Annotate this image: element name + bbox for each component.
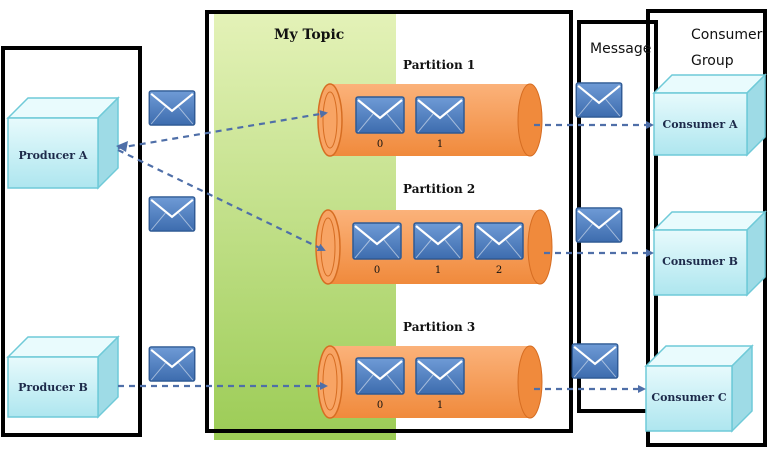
partition-3-message-0-icon (355, 357, 405, 395)
arrow-producer-a-back-head (116, 141, 128, 152)
partition-1-label: Partition 1 (403, 58, 475, 72)
producers-frame (1, 46, 142, 437)
consumer-a-label: Consumer A (662, 118, 738, 131)
consumer-a-message-icon (575, 82, 623, 118)
consumer-group-label-line2: Group (691, 53, 734, 69)
partition-1-offset-1: 1 (437, 139, 443, 150)
producer-a-label: Producer A (19, 149, 88, 162)
partition-1-offset-0: 0 (377, 139, 383, 150)
producer-a-message-2-icon (148, 196, 196, 232)
consumer-b-message-icon (575, 207, 623, 243)
consumer-c-box: Consumer C (644, 344, 754, 433)
partition-2-message-1-icon (413, 222, 463, 260)
consumer-c-label: Consumer C (651, 391, 727, 404)
consumer-c-message-icon (571, 343, 619, 379)
producer-a-box: Producer A (6, 96, 120, 190)
producer-b-message-icon (148, 346, 196, 382)
consumer-b-label: Consumer B (662, 255, 738, 268)
producer-b-box: Producer B (6, 335, 120, 419)
arrow-producer-a-to-partition-1 (117, 110, 328, 150)
consumer-a-box: Consumer A (652, 73, 767, 157)
partition-3-offset-0: 0 (377, 400, 383, 411)
partition-2-log: 0 1 2 (315, 209, 553, 285)
partition-2-offset-1: 1 (435, 265, 441, 276)
partition-3-message-1-icon (415, 357, 465, 395)
partition-3-offset-1: 1 (437, 400, 443, 411)
partition-1-message-1-icon (415, 96, 465, 134)
consumer-b-box: Consumer B (652, 210, 767, 297)
topic-title: My Topic (274, 27, 344, 43)
partition-2-offset-0: 0 (374, 265, 380, 276)
partition-2-offset-2: 2 (496, 265, 502, 276)
partition-3-log: 0 1 (317, 345, 543, 419)
producer-b-label: Producer B (18, 381, 88, 394)
partition-2-message-2-icon (474, 222, 524, 260)
partition-3-label: Partition 3 (403, 320, 475, 334)
partition-2-label: Partition 2 (403, 182, 475, 196)
producer-a-message-1-icon (148, 90, 196, 126)
consumer-group-label-line1: Consumer (691, 27, 763, 43)
partition-2-message-0-icon (352, 222, 402, 260)
arrow-producer-a-to-partition-2 (117, 149, 326, 251)
message-label: Message (590, 41, 651, 57)
topic-frame (205, 10, 573, 433)
partition-1-message-0-icon (355, 96, 405, 134)
partition-1-log: 0 1 (317, 83, 543, 157)
